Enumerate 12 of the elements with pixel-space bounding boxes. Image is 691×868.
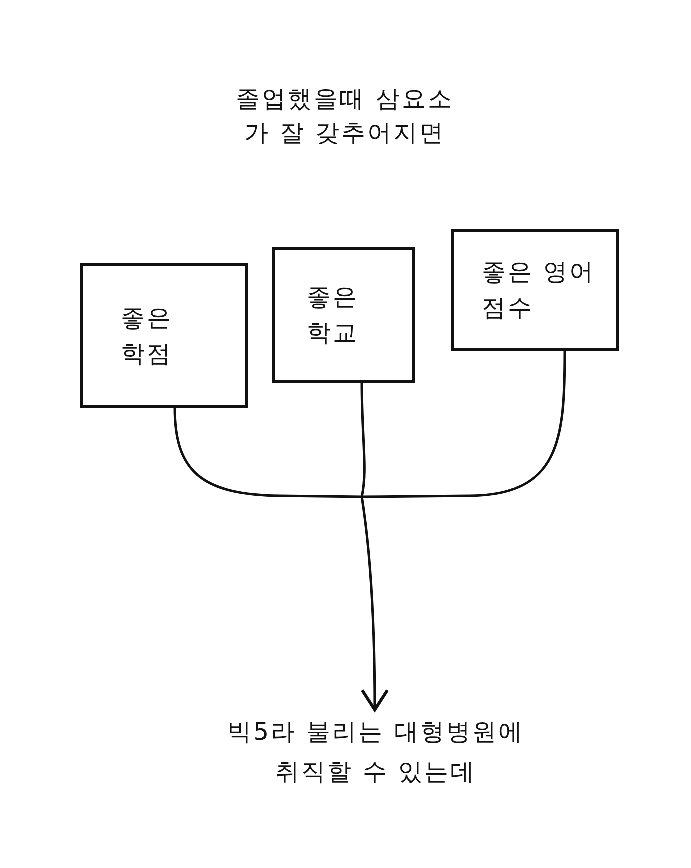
note-box xyxy=(80,263,248,408)
connector-line xyxy=(174,408,362,498)
title: 졸업했을때 삼요소가 잘 갖추어지면 xyxy=(235,84,455,149)
connector-line xyxy=(360,383,366,498)
connector-line xyxy=(362,351,566,498)
caption-text: 빅5라 불리는 대형병원에 취직할 수 있는데 xyxy=(220,712,532,792)
note-box xyxy=(451,229,619,351)
box-text: 좋은 학점 xyxy=(121,302,174,370)
box-text: 좋은 영어점수 xyxy=(482,257,597,324)
arrow xyxy=(360,496,390,712)
box-text: 좋은 학교 xyxy=(307,282,360,349)
note-box xyxy=(272,247,415,383)
